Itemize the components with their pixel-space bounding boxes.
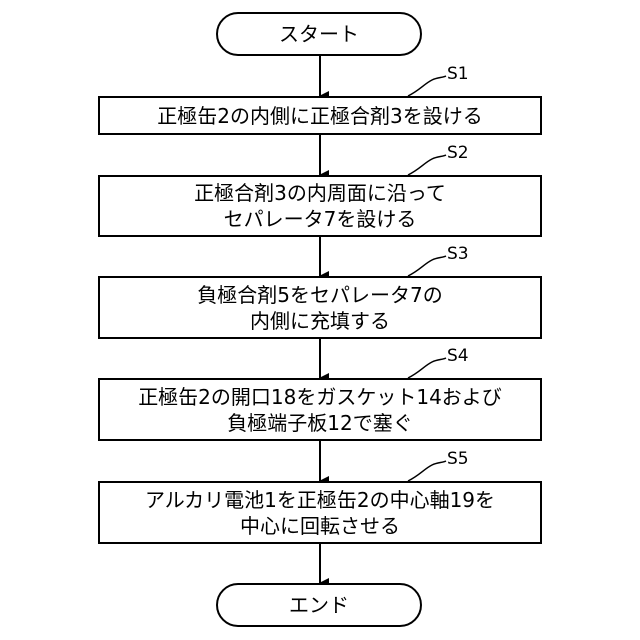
step-leader-s2 bbox=[408, 155, 446, 175]
step-box-s5: アルカリ電池1を正極缶2の中心軸19を 中心に回転させる bbox=[98, 481, 542, 544]
step-id-s4: S4 bbox=[447, 346, 469, 366]
step-text-s5: アルカリ電池1を正極缶2の中心軸19を 中心に回転させる bbox=[145, 487, 495, 539]
step-id-s5: S5 bbox=[447, 449, 469, 469]
step-box-s4: 正極缶2の開口18をガスケット14および 負極端子板12で塞ぐ bbox=[98, 378, 542, 441]
step-box-s1: 正極缶2の内側に正極合剤3を設ける bbox=[98, 96, 542, 135]
end-label: エンド bbox=[289, 592, 349, 618]
start-terminal: スタート bbox=[216, 12, 422, 56]
step-text-s2: 正極合剤3の内周面に沿って セパレータ7を設ける bbox=[194, 180, 446, 232]
step-text-s4: 正極缶2の開口18をガスケット14および 負極端子板12で塞ぐ bbox=[138, 384, 502, 436]
start-label: スタート bbox=[279, 21, 359, 47]
step-leader-s3 bbox=[408, 256, 446, 276]
step-id-s3: S3 bbox=[447, 244, 469, 264]
end-terminal: エンド bbox=[216, 583, 422, 627]
step-id-s2: S2 bbox=[447, 143, 469, 163]
step-leader-s4 bbox=[408, 358, 446, 378]
step-id-s1: S1 bbox=[447, 64, 469, 84]
step-box-s2: 正極合剤3の内周面に沿って セパレータ7を設ける bbox=[98, 175, 542, 237]
step-leader-s5 bbox=[408, 461, 446, 481]
step-text-s1: 正極缶2の内側に正極合剤3を設ける bbox=[157, 103, 482, 129]
step-leader-s1 bbox=[408, 76, 446, 96]
step-box-s3: 負極合剤5をセパレータ7の 内側に充填する bbox=[98, 276, 542, 339]
step-text-s3: 負極合剤5をセパレータ7の 内側に充填する bbox=[197, 282, 442, 334]
